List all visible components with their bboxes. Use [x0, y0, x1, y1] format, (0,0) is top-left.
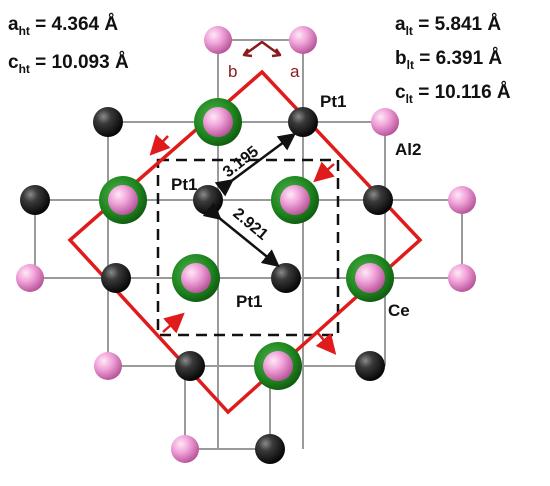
param-b-lt: blt = 6.391 Å [395, 48, 502, 72]
axes-arrowhead-left [242, 48, 253, 58]
al-atom [448, 186, 476, 214]
atom-label-al2: Al2 [395, 140, 421, 159]
atom-label-pt1-bottom: Pt1 [236, 292, 262, 311]
cell-arrow-lower-right [315, 331, 337, 355]
param-c-ht-subscript: ht [18, 61, 30, 76]
al-atom [289, 26, 317, 54]
cell-arrow-upper-right [313, 161, 335, 183]
al-atom [171, 435, 199, 463]
param-a-ht-subscript: ht [18, 23, 30, 38]
ce-atom [271, 176, 319, 224]
al-atom [204, 26, 232, 54]
al-atom [16, 264, 44, 292]
pt-atom [255, 434, 285, 464]
param-c-ht: cht = 10.093 Å [8, 52, 129, 76]
ce-atom [172, 254, 220, 302]
pt-atom [20, 185, 50, 215]
distance-arrow-upper [214, 133, 297, 197]
distance-arrow-lower [202, 202, 280, 268]
axis-label-a: a [290, 62, 300, 81]
pt-atoms [20, 107, 393, 464]
param-a-ht: aht = 4.364 Å [8, 14, 118, 38]
pt-atom [355, 351, 385, 381]
ce-atom [99, 176, 147, 224]
pt-atom [175, 351, 205, 381]
atom-label-pt1-left: Pt1 [171, 175, 197, 194]
param-c-lt: clt = 10.116 Å [395, 82, 511, 106]
pt-atom [93, 107, 123, 137]
param-b-lt-value: = 6.391 Å [413, 48, 503, 69]
param-a-lt-subscript: lt [405, 23, 413, 38]
cell-arrow-lower-left [162, 312, 185, 334]
ce-atom [254, 342, 302, 390]
distance-arrows [202, 133, 297, 268]
param-a-ht-symbol: a [8, 14, 19, 35]
param-a-lt: alt = 5.841 Å [395, 14, 501, 38]
al-atom [94, 352, 122, 380]
axes-arrowhead-right [271, 48, 282, 58]
atom-label-pt1-top: Pt1 [320, 92, 346, 111]
cell-arrow-upper-left [149, 134, 171, 156]
al-atom [448, 264, 476, 292]
ce-atoms [99, 98, 394, 390]
cell-arrows [149, 134, 337, 355]
ce-atom [194, 98, 242, 146]
pt-atom [363, 185, 393, 215]
param-c-lt-value: = 10.116 Å [412, 82, 511, 103]
axes-indicator [242, 40, 282, 58]
pt-atom [288, 107, 318, 137]
param-c-ht-value: = 10.093 Å [29, 52, 129, 73]
param-b-lt-subscript: lt [406, 57, 414, 72]
param-c-ht-symbol: c [8, 52, 19, 73]
axes-chevron [243, 40, 281, 57]
ce-atom [346, 254, 394, 302]
pt-atom [193, 185, 223, 215]
al-atom [371, 108, 399, 136]
param-a-ht-value: = 4.364 Å [29, 14, 119, 35]
al-atoms [16, 26, 476, 463]
pt-atom [101, 263, 131, 293]
param-a-lt-symbol: a [395, 14, 406, 35]
axis-label-b: b [228, 62, 237, 81]
param-c-lt-subscript: lt [405, 91, 413, 106]
pt-atom [271, 263, 301, 293]
distance-label-lower: 2.921 [229, 205, 271, 244]
param-a-lt-value: = 5.841 Å [412, 14, 502, 35]
param-b-lt-symbol: b [395, 48, 407, 69]
atom-label-ce: Ce [388, 301, 410, 320]
param-c-lt-symbol: c [395, 82, 406, 103]
